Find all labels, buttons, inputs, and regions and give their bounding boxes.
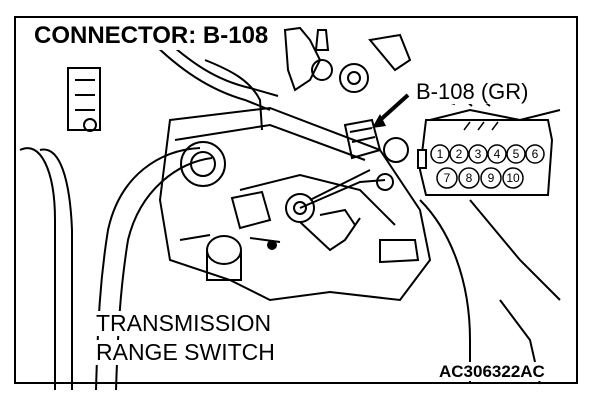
connector-pin-label: 9: [488, 171, 495, 185]
connector-pin: [468, 144, 488, 164]
connector-pin-label: 1: [437, 147, 444, 161]
tube-top: [149, 39, 271, 111]
drain-plug: [206, 235, 242, 265]
b108-connector-on-switch: [343, 118, 382, 160]
left-connector-body: [67, 67, 101, 131]
connector-pin: [480, 167, 502, 189]
connector-pin: [458, 167, 480, 189]
connector-pin-label: 6: [532, 147, 539, 161]
part-name-line1: TRANSMISSION: [94, 310, 274, 336]
connector-pin-label: 2: [456, 147, 463, 161]
connector-pin-label: 4: [494, 147, 501, 161]
connector-code-label: B-108 (GR): [413, 80, 532, 104]
connector-pin-label: 7: [444, 171, 451, 185]
bolt-head: [339, 63, 369, 93]
connector-pin-label: 5: [513, 147, 520, 161]
connector-pin: [449, 144, 469, 164]
connector-pin-label: 10: [506, 171, 520, 185]
connector-pin: [436, 167, 458, 189]
grommet: [180, 141, 226, 187]
connector-pin-label: 3: [475, 147, 482, 161]
part-name-line2: RANGE SWITCH: [94, 339, 277, 365]
switch-body: [230, 190, 272, 230]
mount-bracket: [283, 26, 322, 92]
pointer-arrow: [372, 93, 410, 128]
connector-pin: [525, 144, 545, 164]
connector-pin: [430, 144, 450, 164]
connector-pin-label: 8: [466, 171, 473, 185]
hose-left: [19, 147, 56, 390]
connector-pin: [502, 167, 524, 189]
figure-code: AC306322AC: [436, 362, 548, 381]
connector-label: CONNECTOR: B-108: [30, 22, 273, 50]
connector-pin: [487, 144, 507, 164]
hose-left-inner: [39, 148, 73, 390]
transmission-housing: [158, 106, 432, 302]
connector-pin: [506, 144, 526, 164]
